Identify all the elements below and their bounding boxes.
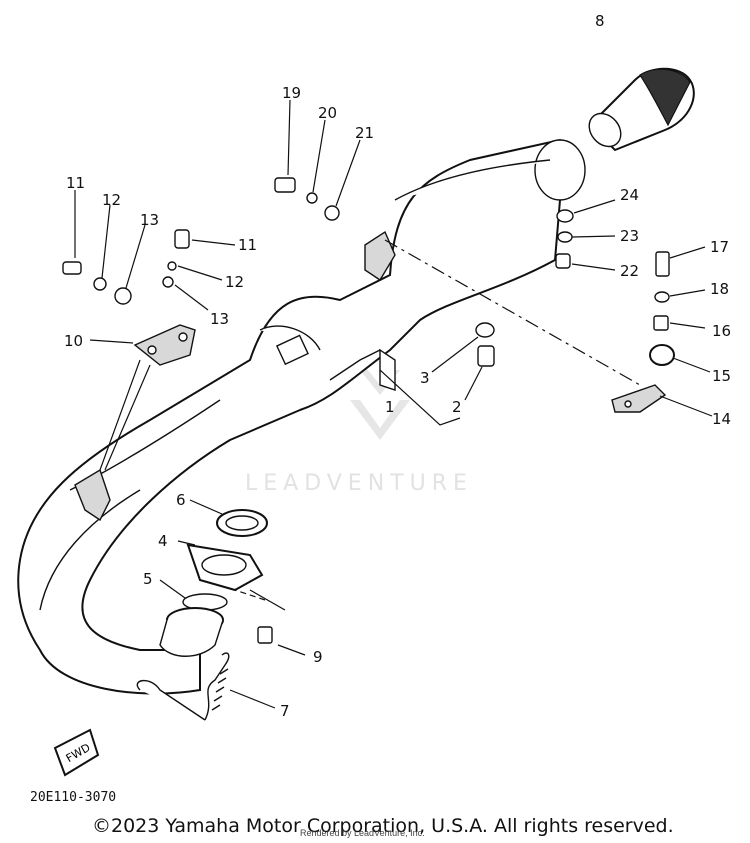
callout-22: 22 [620, 262, 639, 280]
callout-17: 17 [710, 238, 729, 256]
callout-10: 10 [64, 332, 83, 350]
rendered-by-text: Rendered by LeadVenture, Inc. [300, 828, 425, 838]
callout-13-left: 13 [140, 211, 159, 229]
callout-5: 5 [143, 570, 153, 588]
part-3-washer[interactable] [431, 322, 495, 373]
part-11-bolt-left[interactable] [62, 190, 82, 275]
callout-12-right: 12 [225, 273, 244, 291]
callout-13-right: 13 [210, 310, 229, 328]
callout-9: 9 [313, 648, 323, 666]
exhaust-pipe[interactable] [17, 138, 586, 695]
part-9-bolt[interactable] [249, 589, 306, 656]
part-12-washer-right[interactable] [167, 261, 223, 281]
part-22-bolt[interactable] [555, 253, 616, 271]
part-17-bolt[interactable] [655, 246, 706, 277]
part-1-pipe-leader [379, 369, 461, 426]
callout-24: 24 [620, 186, 639, 204]
callout-18: 18 [710, 280, 729, 298]
callout-23: 23 [620, 227, 639, 245]
callout-15: 15 [712, 367, 731, 385]
callout-7: 7 [280, 702, 290, 720]
callout-19: 19 [282, 84, 301, 102]
figure-code: 20E110-3070 [30, 790, 117, 805]
leadventure-watermark: LEADVENTURE [245, 370, 473, 496]
part-14-bracket[interactable] [384, 239, 713, 417]
callout-16: 16 [712, 322, 731, 340]
part-11-bolt-right[interactable] [174, 229, 236, 249]
part-13-nut-right[interactable] [162, 276, 209, 311]
callout-20: 20 [318, 104, 337, 122]
part-8-silencer[interactable] [583, 67, 695, 153]
spring-hook [136, 679, 206, 721]
part-15-grommet[interactable] [649, 344, 711, 373]
part-6-gasket[interactable] [189, 499, 268, 537]
watermark-text: LEADVENTURE [245, 471, 473, 496]
copyright-notice: ©2023 Yamaha Motor Corporation, U.S.A. A… [92, 815, 674, 837]
part-18-washer[interactable] [654, 289, 706, 303]
part-2-bolt[interactable] [464, 345, 495, 401]
part-20-washer[interactable] [306, 119, 326, 204]
callout-14: 14 [712, 410, 731, 428]
part-4-flange[interactable] [177, 540, 264, 592]
part-23-washer[interactable] [557, 231, 616, 243]
callout-6: 6 [176, 491, 186, 509]
callout-8: 8 [595, 12, 605, 30]
part-10-bracket[interactable] [89, 324, 196, 471]
part-12-washer-left[interactable] [93, 204, 111, 291]
part-7-spring[interactable] [204, 652, 276, 721]
part-16-collar[interactable] [653, 315, 706, 331]
fwd-arrow-icon: FWD [53, 728, 100, 777]
callout-4: 4 [158, 532, 168, 550]
part-21-nut[interactable] [324, 139, 361, 221]
callout-11-left: 11 [66, 174, 85, 192]
inlet-dash [234, 589, 266, 601]
part-13-nut-left[interactable] [114, 224, 146, 305]
part-24-washer[interactable] [556, 199, 616, 223]
callout-12-left: 12 [102, 191, 121, 209]
exhaust-inlet-collar[interactable] [159, 607, 224, 657]
callout-3: 3 [420, 369, 430, 387]
callout-21: 21 [355, 124, 374, 142]
callout-2: 2 [452, 398, 462, 416]
part-19-bolt[interactable] [274, 99, 296, 193]
callout-labels: 1 2 3 4 5 6 7 8 9 10 11 11 12 12 13 13 1… [64, 12, 731, 720]
callout-11-right: 11 [238, 236, 257, 254]
callout-1: 1 [385, 398, 395, 416]
